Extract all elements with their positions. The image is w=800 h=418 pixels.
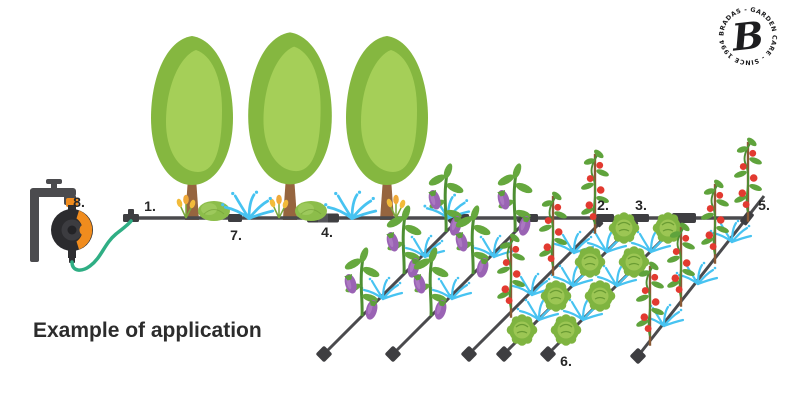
water-timer-icon (51, 198, 93, 263)
part-label-7: 7. (230, 227, 242, 243)
end-cap-icon (315, 345, 647, 365)
part-label-5: 5. (758, 197, 770, 213)
tree-icon (248, 32, 332, 221)
garden-hose (70, 219, 133, 272)
tomato-plant-icon (633, 134, 765, 347)
part-label-8: 8. (73, 194, 85, 210)
part-label-3: 3. (635, 197, 647, 213)
part-label-2: 2. (597, 197, 609, 213)
part-label-1: 1. (144, 198, 156, 214)
page-title: Example of application (33, 319, 262, 342)
tap-icon (30, 179, 76, 262)
inline-dripper-fitting (228, 214, 242, 222)
brand-logo: BRADAS - GARDEN CARE - SINCE 1994 - B (717, 5, 779, 67)
tree-icon (151, 36, 233, 220)
part-label-6: 6. (560, 353, 572, 369)
part-label-4: 4. (321, 224, 333, 240)
logo-initial: B (729, 12, 766, 59)
